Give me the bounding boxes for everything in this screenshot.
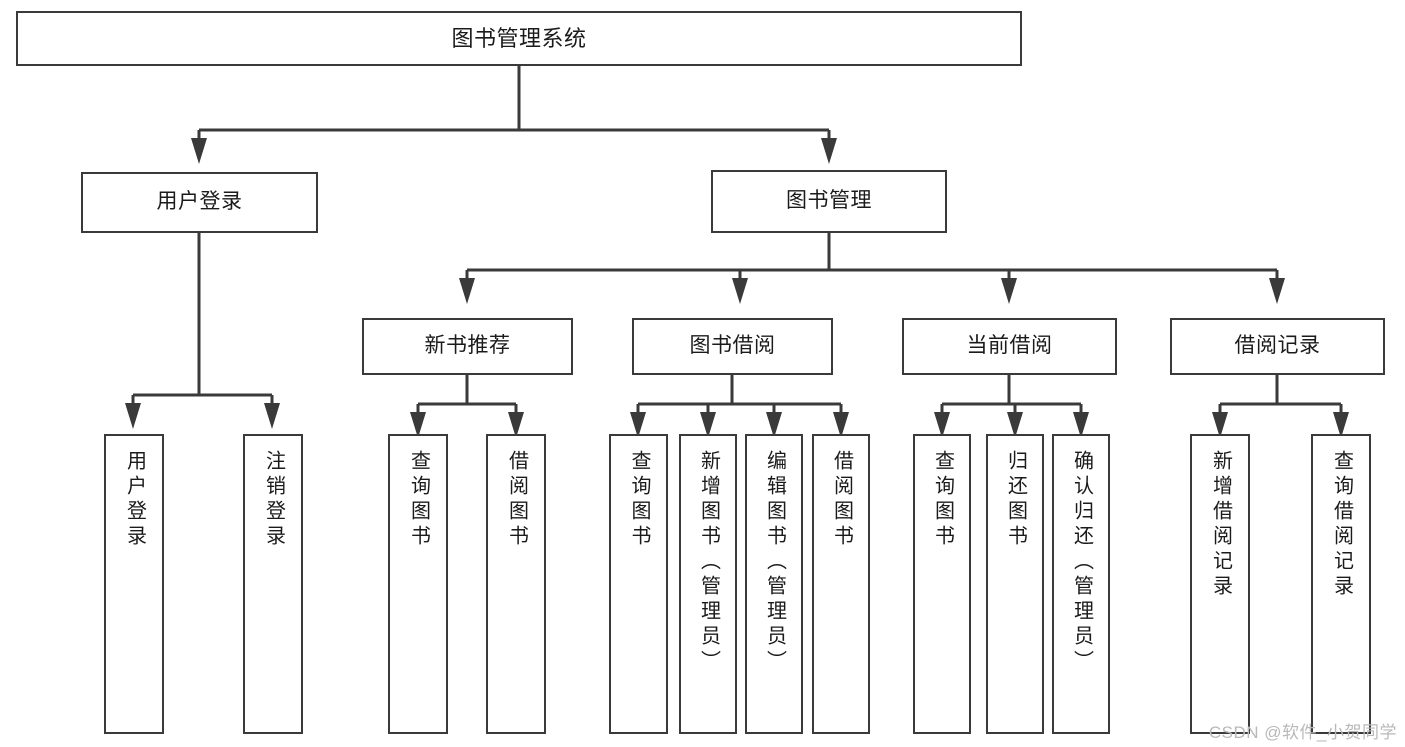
node-leaf-cur-return: 归还图书 <box>986 434 1044 734</box>
node-label: 图书借阅 <box>689 334 776 358</box>
node-leaf-rec-query: 查询借阅记录 <box>1311 434 1371 734</box>
node-l2-current: 当前借阅 <box>902 318 1117 375</box>
node-label: 用户登录 <box>156 190 243 214</box>
node-label: 编辑图书（管理员） <box>763 450 786 675</box>
node-root: 图书管理系统 <box>16 11 1022 66</box>
node-l2-record: 借阅记录 <box>1170 318 1385 375</box>
node-leaf-nb-query: 查询图书 <box>388 434 448 734</box>
node-label: 新书推荐 <box>424 334 511 358</box>
node-label: 查询借阅记录 <box>1330 450 1353 600</box>
node-leaf-bb-edit: 编辑图书（管理员） <box>745 434 803 734</box>
node-l2-new-book: 新书推荐 <box>362 318 573 375</box>
node-leaf-bb-add: 新增图书（管理员） <box>679 434 737 734</box>
arrow-head-root-to-level1 <box>191 138 207 164</box>
watermark: CSDN @软件_小贺同学 <box>1208 723 1397 742</box>
node-label: 借阅图书 <box>505 450 528 550</box>
node-label: 新增图书（管理员） <box>697 450 720 675</box>
arrow-head-book-manage-to-level2 <box>459 278 475 304</box>
node-label: 图书管理 <box>786 189 872 213</box>
node-label: 借阅图书 <box>830 450 853 550</box>
arrow-head-book-manage-to-level2 <box>732 278 748 304</box>
node-label: 注销登录 <box>262 450 285 550</box>
node-leaf-nb-borrow: 借阅图书 <box>486 434 546 734</box>
node-label: 查询图书 <box>628 450 650 550</box>
arrow-head-book-manage-to-level2 <box>1269 278 1285 304</box>
node-leaf-cur-confirm: 确认归还（管理员） <box>1052 434 1110 734</box>
arrow-head-user-login-to-leaves <box>125 403 141 429</box>
node-label: 查询图书 <box>407 450 430 550</box>
node-leaf-bb-query: 查询图书 <box>609 434 668 734</box>
node-label: 查询图书 <box>931 450 954 550</box>
arrow-head-root-to-level1 <box>821 138 837 164</box>
node-l2-borrow: 图书借阅 <box>632 318 833 375</box>
node-label: 新增借阅记录 <box>1209 450 1232 600</box>
node-label: 用户登录 <box>123 450 146 550</box>
node-label: 确认归还（管理员） <box>1070 450 1093 675</box>
arrow-head-user-login-to-leaves <box>264 403 280 429</box>
node-label: 归还图书 <box>1004 450 1027 550</box>
node-leaf-bb-borrow: 借阅图书 <box>812 434 870 734</box>
node-leaf-user-logout: 注销登录 <box>243 434 303 734</box>
node-l1-user-login: 用户登录 <box>81 172 318 233</box>
node-l1-book-manage: 图书管理 <box>711 170 947 233</box>
node-label: 当前借阅 <box>966 334 1053 358</box>
node-leaf-rec-add: 新增借阅记录 <box>1190 434 1250 734</box>
node-leaf-user-login: 用户登录 <box>104 434 164 734</box>
node-label: 借阅记录 <box>1234 334 1321 358</box>
node-leaf-cur-query: 查询图书 <box>913 434 971 734</box>
node-label: 图书管理系统 <box>451 25 587 51</box>
arrow-head-book-manage-to-level2 <box>1001 278 1017 304</box>
